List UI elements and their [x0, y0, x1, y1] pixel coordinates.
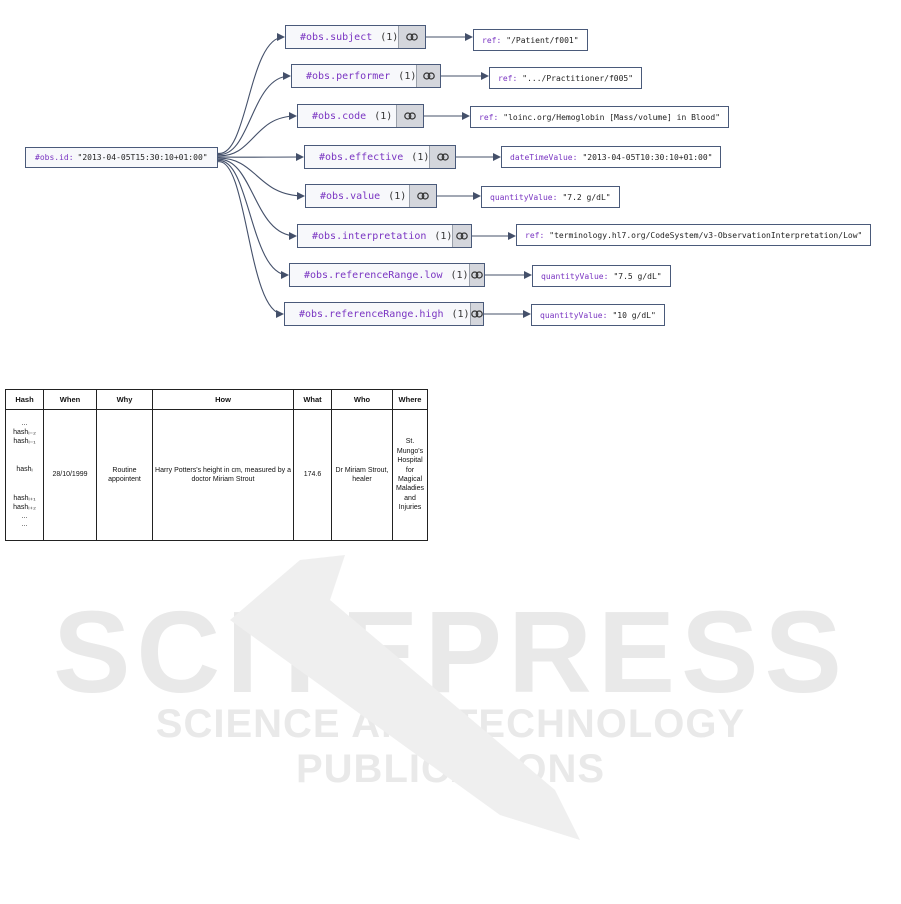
- link-icon[interactable]: [468, 264, 484, 286]
- value-text: "loinc.org/Hemoglobin [Mass/volume] in B…: [503, 112, 721, 122]
- node-key: #obs.value: [320, 190, 381, 202]
- node-obs-subject[interactable]: #obs.subject (1): [285, 25, 426, 49]
- value-text: "2013-04-05T10:30:10+01:00": [582, 152, 713, 162]
- value-key: ref:: [482, 35, 502, 45]
- edge-root-to-node: [217, 161, 284, 318]
- cell-when: 28/10/1999: [43, 409, 97, 541]
- node-key: #obs.effective: [319, 151, 404, 163]
- link-icon[interactable]: [429, 146, 455, 168]
- value-interpretation: ref: "terminology.hl7.org/CodeSystem/v3-O…: [516, 224, 872, 246]
- value-key: quantityValue:: [490, 192, 558, 202]
- table-row: ... hashᵢ₋₂ hashᵢ₋₁ hashᵢ hashᵢ₊₁ hashᵢ₊…: [5, 409, 428, 541]
- node-obs-referencerange-low[interactable]: #obs.referenceRange.low (1): [289, 263, 485, 287]
- diagram-connectors: [217, 33, 532, 318]
- value-subject: ref: "/Patient/f001": [473, 29, 588, 51]
- cell-hash: ... hashᵢ₋₂ hashᵢ₋₁ hashᵢ hashᵢ₊₁ hashᵢ₊…: [5, 409, 44, 541]
- edge-root-to-node: [217, 112, 297, 157]
- value-text: "10 g/dL": [612, 310, 656, 320]
- node-count: (1): [451, 308, 470, 320]
- link-icon[interactable]: [452, 225, 471, 247]
- edge-root-to-node: [217, 157, 305, 200]
- header-who: Who: [331, 389, 393, 410]
- cell-where: St. Mungo's Hospital for Magical Maladie…: [392, 409, 428, 541]
- header-how: How: [152, 389, 294, 410]
- node-count: (1): [434, 230, 453, 242]
- link-icon[interactable]: [409, 185, 436, 207]
- hash-entry: hashᵢ₋₁: [13, 437, 36, 445]
- hash-entry: ...: [21, 512, 28, 520]
- hash-entry: ...: [21, 521, 28, 529]
- node-obs-value[interactable]: #obs.value (1): [305, 184, 437, 208]
- hash-entry: hashᵢ₊₂: [13, 503, 36, 511]
- value-text: ".../Practitioner/f005": [522, 73, 634, 83]
- value-key: quantityValue:: [540, 310, 608, 320]
- value-key: ref:: [479, 112, 499, 122]
- hash-entry: hashᵢ₋₂: [13, 428, 36, 436]
- node-count: (1): [398, 70, 417, 82]
- hash-spacer: [8, 446, 41, 466]
- provenance-table: Hash When Why How What Who Where ... has…: [5, 389, 428, 541]
- node-key: #obs.interpretation: [312, 230, 427, 242]
- value-key: dateTimeValue:: [510, 152, 578, 162]
- value-key: ref:: [498, 73, 518, 83]
- node-obs-performer[interactable]: #obs.performer (1): [291, 64, 441, 88]
- hash-spacer: [8, 475, 41, 495]
- node-count: (1): [450, 269, 469, 281]
- header-when: When: [43, 389, 97, 410]
- hash-entry: ...: [21, 420, 28, 427]
- node-key: #obs.referenceRange.high: [299, 308, 444, 320]
- obs-id-value: "2013-04-05T15:30:10+01:00": [77, 153, 208, 162]
- hash-entry: hashᵢ₊₁: [13, 495, 36, 502]
- value-referencerange-high: quantityValue: "10 g/dL": [531, 304, 665, 326]
- value-text: "terminology.hl7.org/CodeSystem/v3-Obser…: [549, 230, 863, 240]
- header-what: What: [293, 389, 332, 410]
- header-hash: Hash: [5, 389, 44, 410]
- cell-what: 174.6: [293, 409, 332, 541]
- value-performer: ref: ".../Practitioner/f005": [489, 67, 643, 89]
- node-count: (1): [380, 31, 399, 43]
- value-code: ref: "loinc.org/Hemoglobin [Mass/volume] …: [470, 106, 730, 128]
- edge-root-to-node: [217, 158, 297, 240]
- link-icon[interactable]: [398, 26, 425, 48]
- value-value: quantityValue: "7.2 g/dL": [481, 186, 620, 208]
- node-count: (1): [411, 151, 430, 163]
- header-where: Where: [392, 389, 428, 410]
- obs-id-node[interactable]: #obs.id: "2013-04-05T15:30:10+01:00": [25, 147, 218, 168]
- node-key: #obs.subject: [300, 31, 373, 43]
- table-header-row: Hash When Why How What Who Where: [5, 389, 428, 410]
- cell-why: Routine appointent: [96, 409, 153, 541]
- edge-root-to-node: [217, 33, 285, 154]
- link-icon[interactable]: [469, 303, 483, 325]
- link-icon[interactable]: [396, 105, 423, 127]
- link-icon[interactable]: [416, 65, 440, 87]
- node-obs-interpretation[interactable]: #obs.interpretation (1): [297, 224, 472, 248]
- header-why: Why: [96, 389, 153, 410]
- value-key: quantityValue:: [541, 271, 609, 281]
- cell-who: Dr Miriam Strout, healer: [331, 409, 393, 541]
- node-key: #obs.code: [312, 110, 367, 122]
- node-obs-code[interactable]: #obs.code (1): [297, 104, 424, 128]
- edge-root-to-node: [217, 159, 289, 279]
- node-key: #obs.performer: [306, 70, 391, 82]
- value-text: "7.5 g/dL": [613, 271, 662, 281]
- value-effective: dateTimeValue: "2013-04-05T10:30:10+01:00…: [501, 146, 722, 168]
- hash-entry: hashᵢ: [16, 466, 33, 474]
- node-obs-referencerange-high[interactable]: #obs.referenceRange.high (1): [284, 302, 484, 326]
- node-count: (1): [374, 110, 393, 122]
- node-count: (1): [388, 190, 407, 202]
- value-text: "7.2 g/dL": [562, 192, 611, 202]
- watermark-title: SCITEPRESS: [53, 587, 848, 717]
- node-key: #obs.referenceRange.low: [304, 269, 443, 281]
- obs-id-key: #obs.id:: [35, 153, 74, 162]
- value-referencerange-low: quantityValue: "7.5 g/dL": [532, 265, 671, 287]
- edge-root-to-node: [217, 72, 291, 156]
- watermark-subtitle: SCIENCE AND TECHNOLOGY PUBLICATIONS: [155, 702, 746, 791]
- value-key: ref:: [525, 230, 545, 240]
- value-text: "/Patient/f001": [506, 35, 579, 45]
- cell-how: Harry Potters's height in cm, measured b…: [152, 409, 294, 541]
- node-obs-effective[interactable]: #obs.effective (1): [304, 145, 456, 169]
